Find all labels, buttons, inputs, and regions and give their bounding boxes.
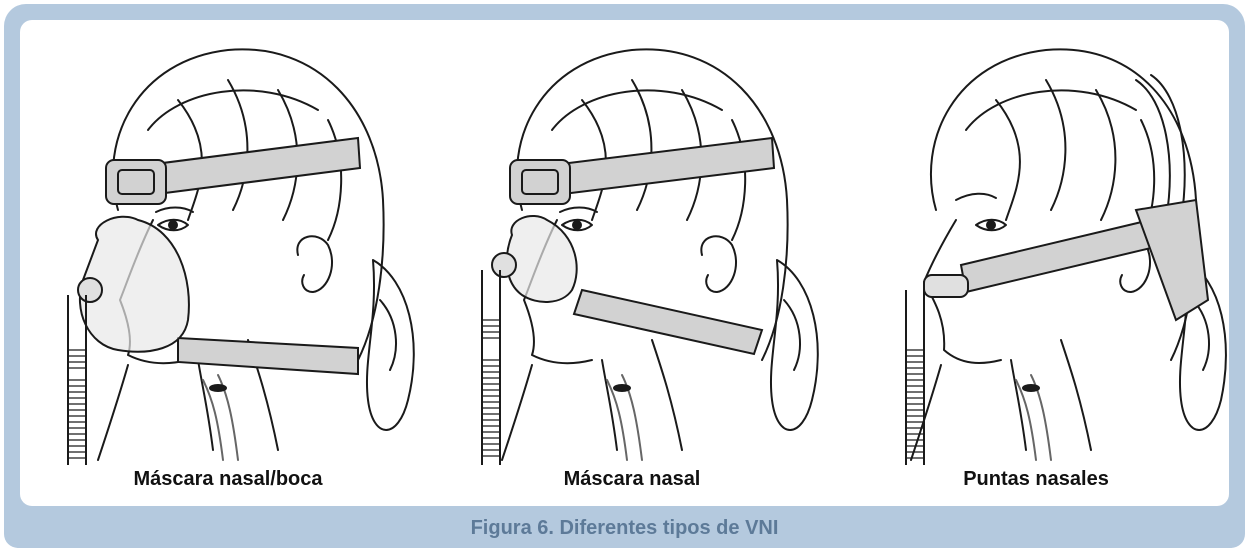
nasal-mask <box>507 216 577 302</box>
hair-outline <box>931 49 1196 360</box>
ventilator-tube <box>906 350 924 458</box>
panel-nasal-mask: Máscara nasal <box>432 20 832 506</box>
panel-label: Máscara nasal/boca <box>28 468 428 491</box>
illustration-nasal-prongs <box>836 20 1236 465</box>
ventilator-tube <box>482 320 500 456</box>
nasal-prongs <box>924 275 968 297</box>
ear <box>297 236 332 292</box>
ear <box>701 236 736 292</box>
chin-strap <box>178 338 358 374</box>
pigtail <box>367 260 414 430</box>
illustration-nasal-mask <box>432 20 832 465</box>
strap-buckle <box>510 160 570 204</box>
panel-label: Puntas nasales <box>836 468 1236 491</box>
panel-oronasal-mask: Máscara nasal/boca <box>28 20 428 506</box>
figure-frame: Máscara nasal/boca <box>4 4 1245 548</box>
strap-buckle <box>106 160 166 204</box>
ventilator-tube <box>68 350 86 458</box>
figure-caption: Figura 6. Diferentes tipos de VNI <box>20 517 1229 540</box>
figure-canvas: Máscara nasal/boca <box>20 20 1229 506</box>
back-strap <box>1136 200 1208 320</box>
illustration-oronasal-mask <box>28 20 428 465</box>
lower-strap <box>574 290 762 354</box>
panel-label: Máscara nasal <box>432 468 832 491</box>
pigtail <box>771 260 818 430</box>
panel-nasal-prongs: Puntas nasales <box>836 20 1236 506</box>
